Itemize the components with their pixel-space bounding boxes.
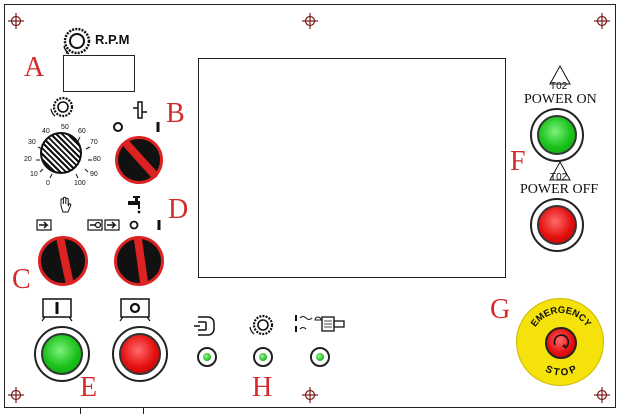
mode-selector-markers (36, 219, 103, 231)
section-letter-g: G (490, 294, 511, 325)
dial-tick-0: 0 (46, 180, 50, 187)
power-on-tag: T02 (550, 81, 568, 92)
emergency-stop-plate: EMERGENCY STOP (516, 298, 604, 386)
dial-tick-20: 20 (24, 156, 32, 163)
rpm-readout-display (63, 55, 135, 92)
dial-tick-40: 40 (42, 128, 50, 135)
run-start-button[interactable] (41, 333, 83, 375)
speed-indicator-lamp (253, 347, 273, 367)
power-indicator-lamp (197, 347, 217, 367)
coolant-tap-icon (128, 196, 141, 214)
spindle-selector-switch[interactable] (115, 136, 163, 184)
speed-sensor-icon (249, 314, 274, 336)
run-forward-icon (41, 298, 73, 322)
power-on-label: POWER ON (524, 92, 597, 107)
svg-text:STOP: STOP (544, 364, 579, 379)
emergency-stop-arrow-icon (553, 334, 570, 349)
svg-text:EMERGENCY: EMERGENCY (529, 305, 594, 330)
control-panel-frame (4, 4, 616, 408)
dial-tick-60: 60 (78, 128, 86, 135)
rpm-label: R.P.M (95, 32, 130, 47)
section-letter-a: A (24, 52, 45, 83)
section-letter-e: E (80, 372, 98, 403)
dial-tick-30: 30 (28, 139, 36, 146)
stop-button[interactable] (119, 333, 161, 375)
spindle-icon (133, 101, 147, 119)
warning-triangle-icon (549, 160, 571, 181)
section-letter-h: H (252, 372, 273, 403)
emergency-label-top: EMERGENCY (529, 305, 594, 330)
hand-icon (60, 196, 72, 213)
power-off-bezel (530, 198, 584, 252)
coolant-position-markers (104, 219, 161, 231)
emergency-stop-button[interactable] (545, 327, 577, 359)
motor-indicator-lamp (310, 347, 330, 367)
power-off-label: POWER OFF (520, 182, 599, 197)
power-on-button[interactable] (537, 115, 577, 155)
section-letter-b: B (166, 98, 185, 129)
power-off-button[interactable] (537, 205, 577, 245)
dial-tick-90: 90 (90, 171, 98, 178)
run-button-bezel (34, 326, 90, 382)
emergency-label-bottom: STOP (544, 364, 579, 379)
dial-tick-100: 100 (74, 180, 86, 187)
power-off-tag: T02 (550, 172, 568, 183)
speed-potentiometer-knob[interactable] (40, 132, 82, 174)
coolant-selector-switch[interactable] (114, 236, 164, 286)
warning-triangle-icon (549, 64, 571, 85)
spindle-position-markers (113, 122, 160, 132)
section-letter-c: C (12, 264, 31, 295)
speed-dial-scale: 0 10 20 30 40 50 60 70 80 90 100 (4, 116, 122, 196)
dial-tick-10: 10 (30, 171, 38, 178)
plug-icon (194, 316, 215, 336)
dial-tick-70: 70 (90, 139, 98, 146)
speed-dial-icon (50, 96, 74, 118)
section-letter-f: F (510, 146, 526, 177)
rpm-speed-icon (63, 27, 91, 55)
motor-icon (295, 315, 345, 332)
mode-selector-switch[interactable] (38, 236, 88, 286)
main-display-screen (198, 58, 506, 278)
dial-tick-80: 80 (93, 156, 101, 163)
stop-button-bezel (112, 326, 168, 382)
dial-tick-50: 50 (61, 124, 69, 131)
stop-cycle-icon (119, 298, 151, 322)
section-letter-d: D (168, 194, 189, 225)
emergency-stop-text-ring: EMERGENCY STOP (529, 305, 594, 379)
bottom-mounting-tab (80, 407, 144, 414)
power-on-bezel (530, 108, 584, 162)
